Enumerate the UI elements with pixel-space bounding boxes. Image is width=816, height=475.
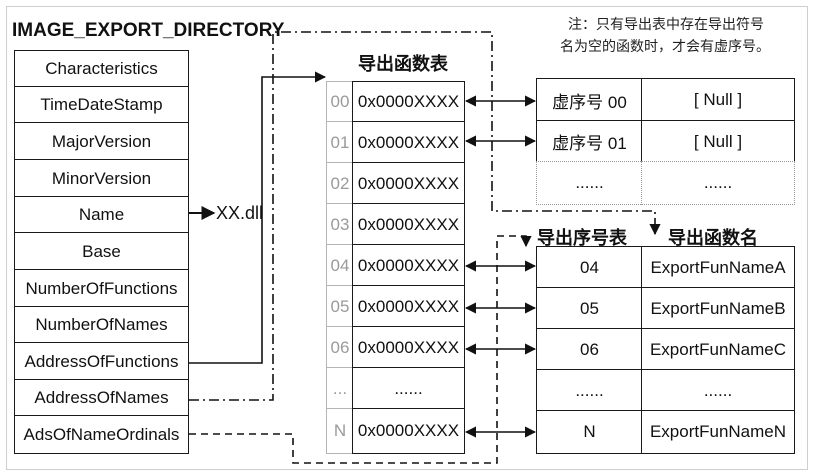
ads-of-name-ordinals-link [189,235,532,464]
virtual-name-ellipsis: ...... [641,161,795,205]
virtual-name-01: [ Null ] [641,120,795,163]
ordinal-table-title: 导出序号表 [537,228,627,248]
function-table-title: 导出函数表 [358,54,448,74]
function-address-ellipsis: ...... [352,367,465,410]
struct-field-name: Name [14,196,189,234]
function-index-02: 02 [326,162,354,205]
virtual-name-00: [ Null ] [641,78,795,122]
struct-field-majorversion: MajorVersion [14,122,189,161]
function-address-01: 0x0000XXXX [352,121,465,164]
name-ordinal-05: 05 [536,287,643,330]
struct-field-minorversion: MinorVersion [14,159,189,198]
struct-title: IMAGE_EXPORT_DIRECTORY [12,20,285,41]
virtual-ordinal-01: 虚序号 01 [536,120,643,163]
function-address-05: 0x0000XXXX [352,285,465,328]
function-index-00: 00 [326,81,354,123]
struct-field-addressofnames: AddressOfNames [14,379,189,417]
name-ordinal-n: N [536,410,643,454]
note-line-2: 名为空的函数时，才会有虚序号。 [560,38,770,54]
name-entry-n: ExportFunNameN [641,410,795,454]
address-of-names-link [189,31,661,401]
name-entry-a: ExportFunNameA [641,246,795,289]
note-line-1: 注：只有导出表中存在导出符号 [568,16,764,32]
address-of-functions-link [189,71,327,364]
struct-field-addressoffunctions: AddressOfFunctions [14,342,189,381]
name-ordinal-ellipsis: ...... [536,369,643,412]
name-table-title: 导出函数名 [668,228,758,248]
struct-field-timedatestamp: TimeDateStamp [14,86,189,124]
dll-name-label: XX.dll [216,203,264,223]
virtual-ordinal-00: 虚序号 00 [536,78,643,122]
function-index-05: 05 [326,285,354,328]
function-address-n: 0x0000XXXX [352,408,465,454]
name-ordinal-06: 06 [536,328,643,371]
struct-field-numberofnames: NumberOfNames [14,306,189,344]
name-ordinal-04: 04 [536,246,643,289]
function-address-02: 0x0000XXXX [352,162,465,205]
function-index-06: 06 [326,326,354,369]
name-entry-b: ExportFunNameB [641,287,795,330]
function-index-n: N [326,408,354,454]
name-entry-c: ExportFunNameC [641,328,795,371]
function-address-04: 0x0000XXXX [352,244,465,287]
function-address-00: 0x0000XXXX [352,81,465,123]
function-address-06: 0x0000XXXX [352,326,465,369]
struct-field-characteristics: Characteristics [14,50,189,88]
struct-field-base: Base [14,232,189,271]
virtual-ordinal-ellipsis: ...... [536,161,643,205]
struct-field-adsofnameordinals: AdsOfNameOrdinals [14,415,189,454]
function-index-04: 04 [326,244,354,287]
name-entry-ellipsis: ...... [641,369,795,412]
function-index-ellipsis: ... [326,367,354,410]
function-address-03: 0x0000XXXX [352,203,465,246]
struct-field-numberoffunctions: NumberOfFunctions [14,269,189,308]
function-index-03: 03 [326,203,354,246]
function-index-01: 01 [326,121,354,164]
